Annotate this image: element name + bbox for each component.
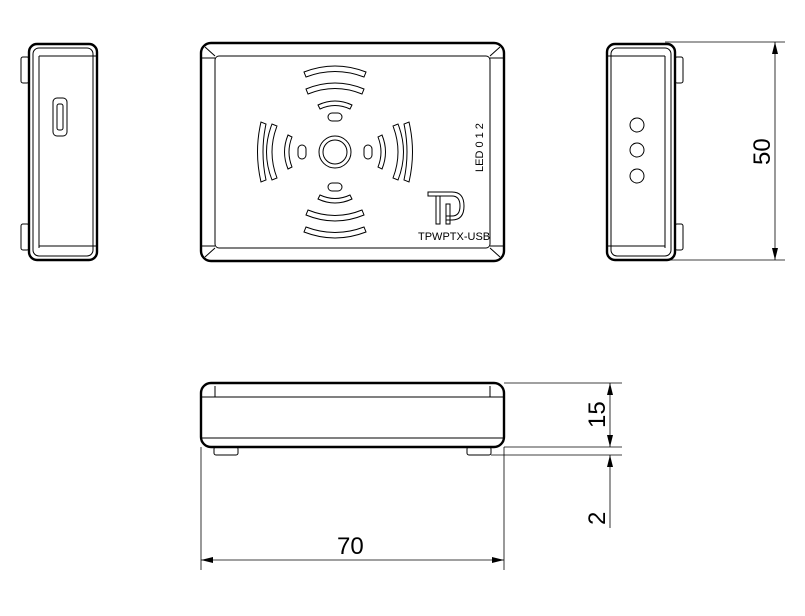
led-2 — [629, 168, 645, 184]
right-foot — [466, 446, 492, 456]
top-view: LED 0 1 2 TPWPTX-USB — [199, 41, 506, 263]
top-inner-panel — [214, 55, 491, 249]
left-body-outline — [27, 42, 99, 262]
bottom-view — [199, 381, 506, 456]
led-1 — [629, 142, 645, 158]
width-value: 70 — [337, 533, 364, 560]
led-label: LED 0 1 2 — [474, 123, 486, 172]
right-side-view — [605, 42, 684, 262]
usb-port — [52, 97, 68, 137]
left-foot — [213, 446, 239, 456]
feet-value: 2 — [584, 512, 611, 525]
width-dimension: 70 — [200, 447, 505, 570]
left-side-view — [20, 42, 99, 262]
height-value: 50 — [749, 138, 776, 165]
depth-value: 15 — [584, 401, 611, 428]
led-0 — [629, 117, 645, 133]
right-body-outline — [605, 42, 677, 262]
top-outer-outline — [199, 41, 506, 263]
depth-dimension: 15 2 — [491, 382, 622, 528]
height-dimension: 50 — [665, 41, 785, 261]
led-indicators — [629, 117, 645, 184]
bottom-body-outline — [199, 381, 506, 449]
tp-logo — [427, 191, 465, 225]
model-label: TPWPTX-USB — [418, 231, 490, 243]
wireless-symbol-icon — [257, 65, 413, 239]
left-body-inner — [32, 47, 94, 257]
